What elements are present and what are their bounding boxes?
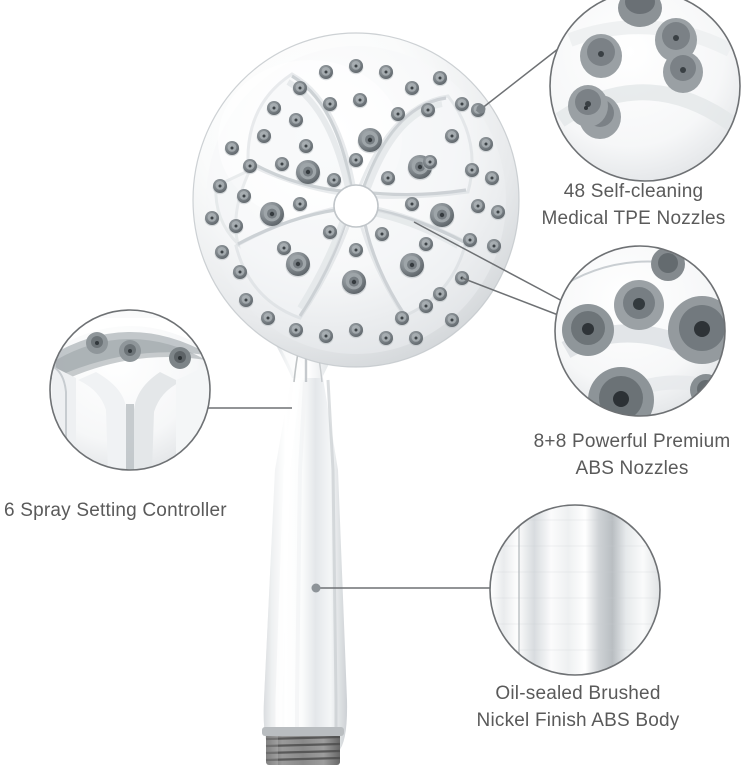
callout-label-abs-nozzles-line1: 8+8 Powerful Premium: [533, 431, 731, 452]
callout-label-spray-setting-controller-line1: 6 Spray Setting Controller: [4, 500, 227, 521]
center-port: [333, 184, 379, 228]
callout-circle-tpe-nozzles: [549, 0, 741, 182]
callout-label-brushed-nickel-body-line1: Oil-sealed Brushed: [495, 683, 661, 704]
callout-label-brushed-nickel-body: Oil-sealed Brushed Nickel Finish ABS Bod…: [458, 680, 698, 734]
callout-label-brushed-nickel-body-line2: Nickel Finish ABS Body: [476, 710, 680, 731]
callout-circle-brushed-nickel-body: [489, 504, 661, 676]
callout-circle-abs-nozzles: [554, 245, 726, 417]
callout-label-tpe-nozzles-line1: 48 Self-cleaning: [563, 181, 704, 202]
callout-label-tpe-nozzles: 48 Self-cleaning Medical TPE Nozzles: [517, 178, 750, 232]
callout-circle-spray-setting-controller: [49, 309, 211, 471]
callout-label-abs-nozzles: 8+8 Powerful Premium ABS Nozzles: [514, 428, 750, 482]
callout-label-tpe-nozzles-line2: Medical TPE Nozzles: [541, 208, 726, 229]
threaded-hose-connector: [262, 727, 344, 765]
callout-label-abs-nozzles-line2: ABS Nozzles: [575, 458, 689, 479]
callout-label-spray-setting-controller: 6 Spray Setting Controller: [4, 497, 244, 524]
leader-lines: [198, 37, 573, 593]
spray-face: [192, 32, 520, 368]
shower-handle: [263, 372, 348, 752]
